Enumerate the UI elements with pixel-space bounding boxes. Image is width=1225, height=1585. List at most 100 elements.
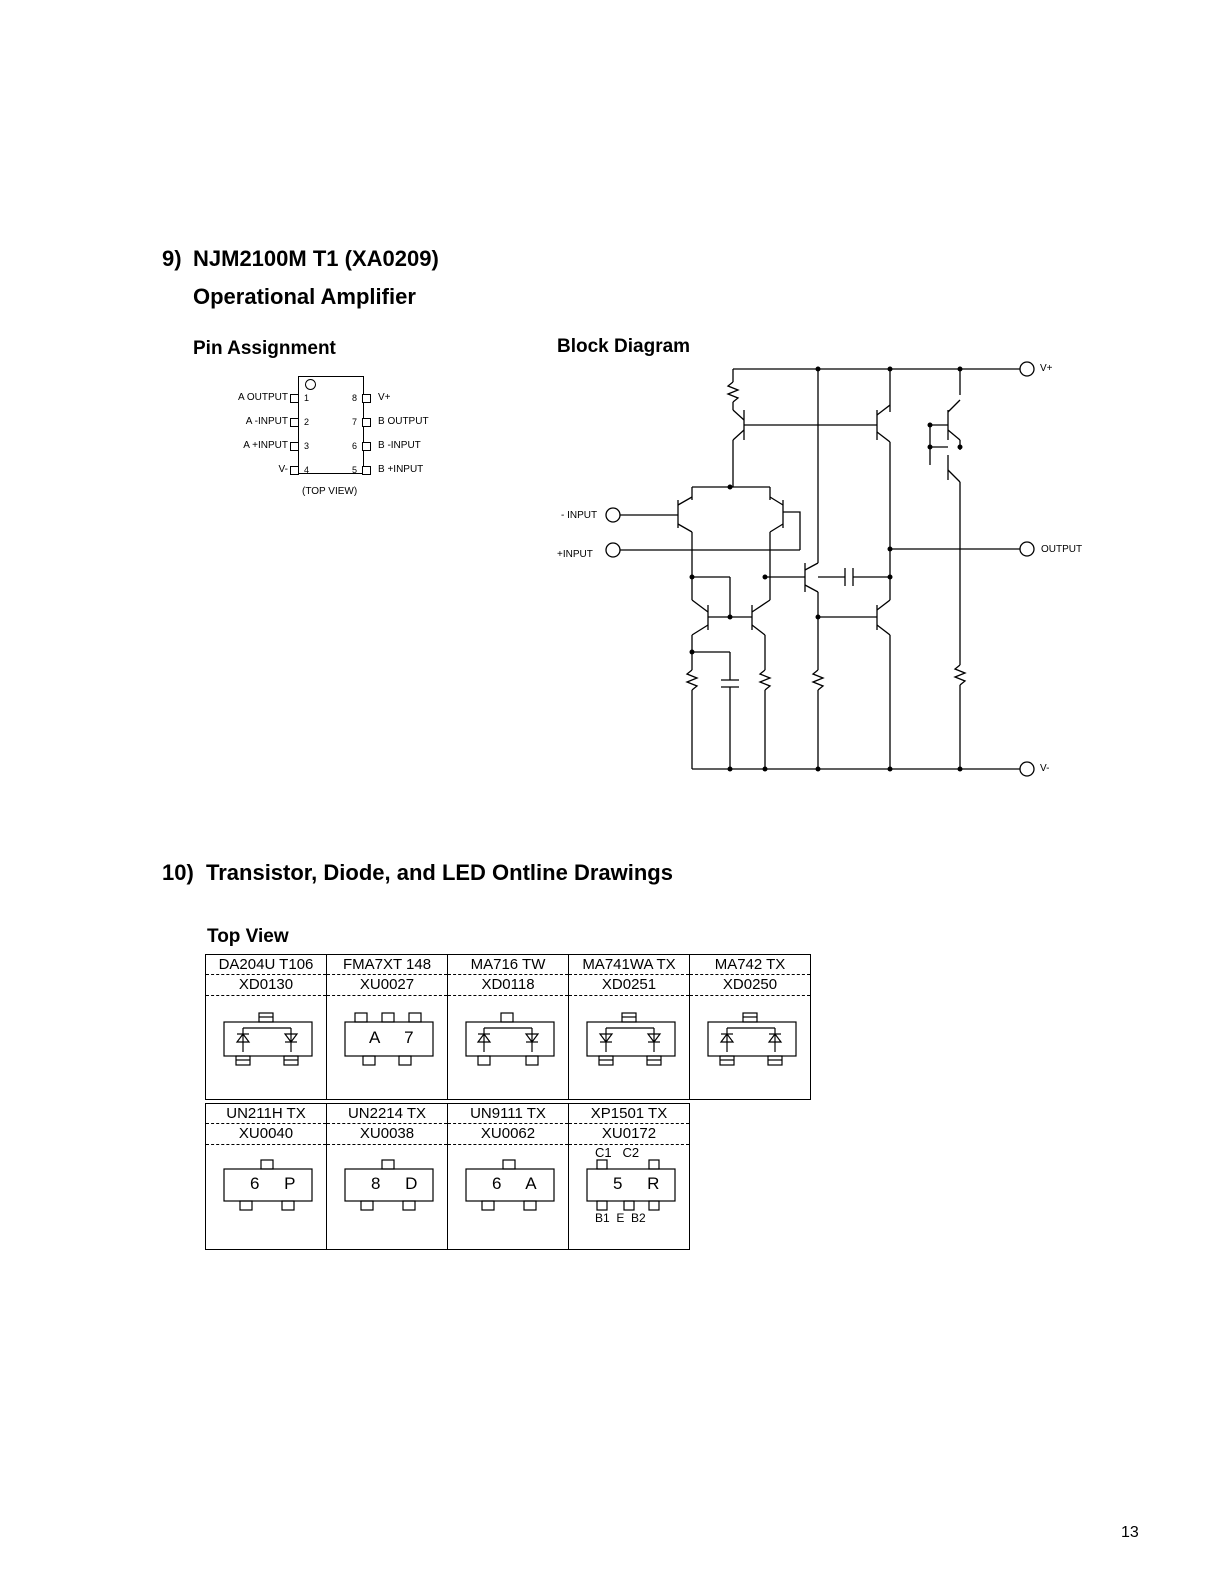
pin-6-label: B -INPUT (378, 440, 421, 451)
neg-input-label: - INPUT (561, 510, 598, 521)
pin-1-label: A OUTPUT (237, 392, 288, 403)
package-name: MA741WA TX (582, 956, 676, 973)
package-drawing: 8 D (327, 1145, 447, 1249)
dual-diode-icon (223, 1012, 313, 1066)
pin-5-number: 5 (352, 465, 358, 475)
pin-7-label: B OUTPUT (378, 416, 429, 427)
package-code: XU0038 (327, 1123, 447, 1145)
pin-7 (362, 418, 371, 427)
pin-8-number: 8 (352, 393, 358, 403)
package-code: XD0250 (690, 974, 810, 996)
pin-assignment-diagram: A OUTPUT 1 A -INPUT 2 A +INPUT 3 V- 4 8 … (200, 374, 460, 504)
package-cell: XP1501 TX XU0172 C1 C2 5 R B1 E B2 (568, 1103, 690, 1250)
section-10-title: Transistor, Diode, and LED Ontline Drawi… (206, 860, 673, 885)
pin-3 (290, 442, 299, 451)
section-9-number: 9) (162, 246, 182, 271)
vplus-label: V+ (1040, 363, 1053, 374)
package-cell: UN2214 TX XU0038 8 D (326, 1103, 448, 1250)
package-name: MA742 TX (714, 956, 786, 973)
package-code: XD0251 (569, 974, 689, 996)
package-drawing: A 7 (327, 996, 447, 1099)
package-drawing (690, 996, 810, 1099)
package-cell: UN211H TX XU0040 6 P (205, 1103, 327, 1250)
pin-4-label: V- (278, 464, 288, 475)
neg-input-terminal-icon (605, 507, 621, 523)
pin-2-number: 2 (304, 417, 310, 427)
package-code: XU0172 (569, 1123, 689, 1145)
package-code: XD0130 (206, 974, 326, 996)
pin-8 (362, 394, 371, 403)
package-cell: FMA7XT 148 XU0027 A 7 (326, 954, 448, 1100)
top-view-caption: (TOP VIEW) (302, 486, 358, 497)
package-drawing (448, 996, 568, 1099)
package-code: XU0027 (327, 974, 447, 996)
pin-5 (362, 466, 371, 475)
pin-8-label: V+ (378, 392, 391, 403)
package-marking: 6 A (492, 1174, 547, 1193)
pos-input-label: +INPUT (557, 549, 593, 560)
package-cell: UN9111 TX XU0062 6 A (447, 1103, 569, 1250)
package-name: MA716 TW (470, 956, 546, 973)
package-name: FMA7XT 148 (342, 956, 432, 973)
pin-4 (290, 466, 299, 475)
pin-3-label: A +INPUT (243, 440, 288, 451)
pin-2-label: A -INPUT (245, 416, 288, 427)
package-name: DA204U T106 (218, 956, 314, 973)
package-marking: 6 P (250, 1174, 306, 1193)
output-label: OUTPUT (1041, 544, 1083, 555)
three-pin-package-icon (465, 1159, 555, 1211)
package-name: UN9111 TX (470, 1105, 546, 1122)
package-cell: MA742 TX XD0250 (689, 954, 811, 1100)
section-10-number: 10) (162, 860, 194, 885)
package-name: UN2214 TX (347, 1105, 427, 1122)
dual-diode-icon (465, 1012, 555, 1066)
package-drawing: 6 A (448, 1145, 568, 1249)
package-marking: 8 D (371, 1174, 428, 1193)
package-table-row-1: DA204U T106 XD0130 FMA7XT 148 XU0027 (205, 954, 811, 1100)
package-code: XU0062 (448, 1123, 568, 1145)
bottom-pin-labels: B1 E B2 (595, 1211, 646, 1225)
package-drawing (569, 996, 689, 1099)
vminus-terminal-icon (1019, 761, 1035, 777)
package-code: XU0040 (206, 1123, 326, 1145)
package-name: XP1501 TX (590, 1105, 668, 1122)
section-9-subtitle: Operational Amplifier (193, 284, 416, 309)
pin-4-number: 4 (304, 465, 310, 475)
package-drawing: 6 P (206, 1145, 326, 1249)
package-code: XD0118 (448, 974, 568, 996)
pin-2 (290, 418, 299, 427)
package-table-row-2: UN211H TX XU0040 6 P UN2214 TX XU0038 8 … (205, 1103, 690, 1250)
package-cell: MA741WA TX XD0251 (568, 954, 690, 1100)
pin-3-number: 3 (304, 441, 310, 451)
package-name: UN211H TX (226, 1105, 306, 1122)
package-marking: A 7 (369, 1028, 424, 1047)
pin-6-number: 6 (352, 441, 358, 451)
five-pin-package-icon (344, 1012, 434, 1066)
package-drawing (206, 996, 326, 1099)
output-terminal-icon (1019, 541, 1035, 557)
pin-5-label: B +INPUT (378, 464, 424, 475)
top-pin-labels: C1 C2 (595, 1145, 640, 1160)
dual-diode-icon (586, 1012, 676, 1066)
pin-7-number: 7 (352, 417, 358, 427)
three-pin-package-icon (223, 1159, 313, 1211)
pin-1 (290, 394, 299, 403)
dual-diode-icon (707, 1012, 797, 1066)
package-cell: DA204U T106 XD0130 (205, 954, 327, 1100)
vplus-terminal-icon (1019, 361, 1035, 377)
package-cell: MA716 TW XD0118 (447, 954, 569, 1100)
pin-6 (362, 442, 371, 451)
vminus-label: V- (1040, 763, 1050, 774)
package-drawing: C1 C2 5 R B1 E B2 (569, 1145, 689, 1249)
section-9-title: NJM2100M T1 (XA0209) (193, 246, 439, 271)
block-diagram-heading: Block Diagram (557, 336, 691, 357)
pin-assignment-heading: Pin Assignment (193, 338, 336, 359)
five-pin-package-icon (586, 1159, 676, 1211)
three-pin-package-icon (344, 1159, 434, 1211)
block-diagram-schematic (605, 361, 1035, 777)
pin-1-number: 1 (304, 393, 310, 403)
pos-input-terminal-icon (605, 542, 621, 558)
top-view-heading: Top View (207, 926, 289, 947)
package-marking: 5 R (613, 1174, 670, 1193)
pin1-marker-icon (305, 379, 316, 390)
